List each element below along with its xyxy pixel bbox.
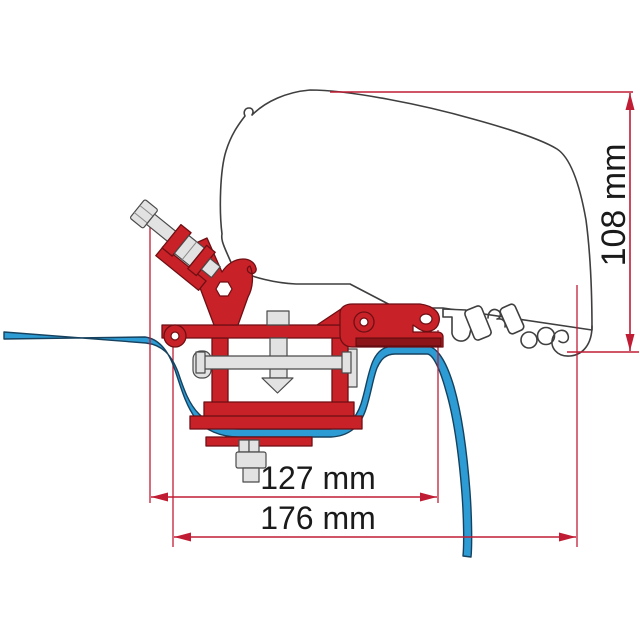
guide-top-tab: [266, 310, 290, 326]
rail-lug-right: [499, 303, 525, 335]
guide-cross-cap-right: [341, 351, 352, 374]
bracket-top-rail: [161, 324, 363, 339]
rail-clip-shadow: [355, 337, 442, 347]
bracket-leg-left: [211, 337, 229, 407]
dimension-127-label: 127 mm: [260, 460, 376, 496]
guide-arrow-down: [261, 377, 294, 394]
van-body-outline: [219, 89, 593, 331]
guide-cross-cap-left: [195, 351, 206, 374]
mounting-bolt: [235, 439, 267, 483]
rail-clip-notch: [419, 313, 433, 325]
clamp-bridge: [155, 245, 207, 291]
mounting-bolt-washer-left: [238, 439, 250, 453]
bracket-base-plate: [189, 415, 363, 430]
dimension-108-arrow-down: [625, 334, 635, 351]
dimension-108: 108 mm: [330, 91, 639, 353]
dimension-127-arrow-left: [151, 492, 168, 502]
bolt-head-facet-1: [139, 205, 154, 217]
dimension-176: 176 mm: [174, 500, 576, 542]
guide-cross-bar: [200, 355, 348, 370]
clamp-arm-hex-hole: [215, 281, 233, 297]
mounting-bolt-shaft: [242, 467, 260, 483]
clamp-bolt: [130, 199, 221, 291]
bolt-tip: [200, 257, 221, 279]
van-roof-profile: [219, 89, 593, 331]
bracket-lower-plate: [203, 401, 355, 418]
dimension-127: 127 mm: [151, 460, 437, 502]
dimension-176-label: 176 mm: [260, 500, 376, 536]
rail-channel-1: [520, 331, 538, 349]
dimension-108-label: 108 mm: [595, 144, 633, 267]
rail-end-tab-left-hole: [170, 331, 180, 341]
rail-clip-tab-hole: [359, 317, 369, 327]
dimension-176-arrow-left: [174, 532, 191, 542]
dimension-176-arrow-right: [559, 532, 576, 542]
dimension-127-arrow-right: [420, 492, 437, 502]
rail-channel-2: [536, 326, 556, 346]
rail-lug-left: [464, 305, 492, 341]
awning-rail-profile: [442, 303, 593, 357]
bolt-head-facet-2: [133, 212, 148, 224]
mounting-bolt-washer-right: [248, 439, 260, 453]
dimension-108-arrow-up: [625, 93, 635, 110]
clamp-nut-split: [181, 241, 198, 260]
adapter-bracket: [161, 237, 444, 447]
